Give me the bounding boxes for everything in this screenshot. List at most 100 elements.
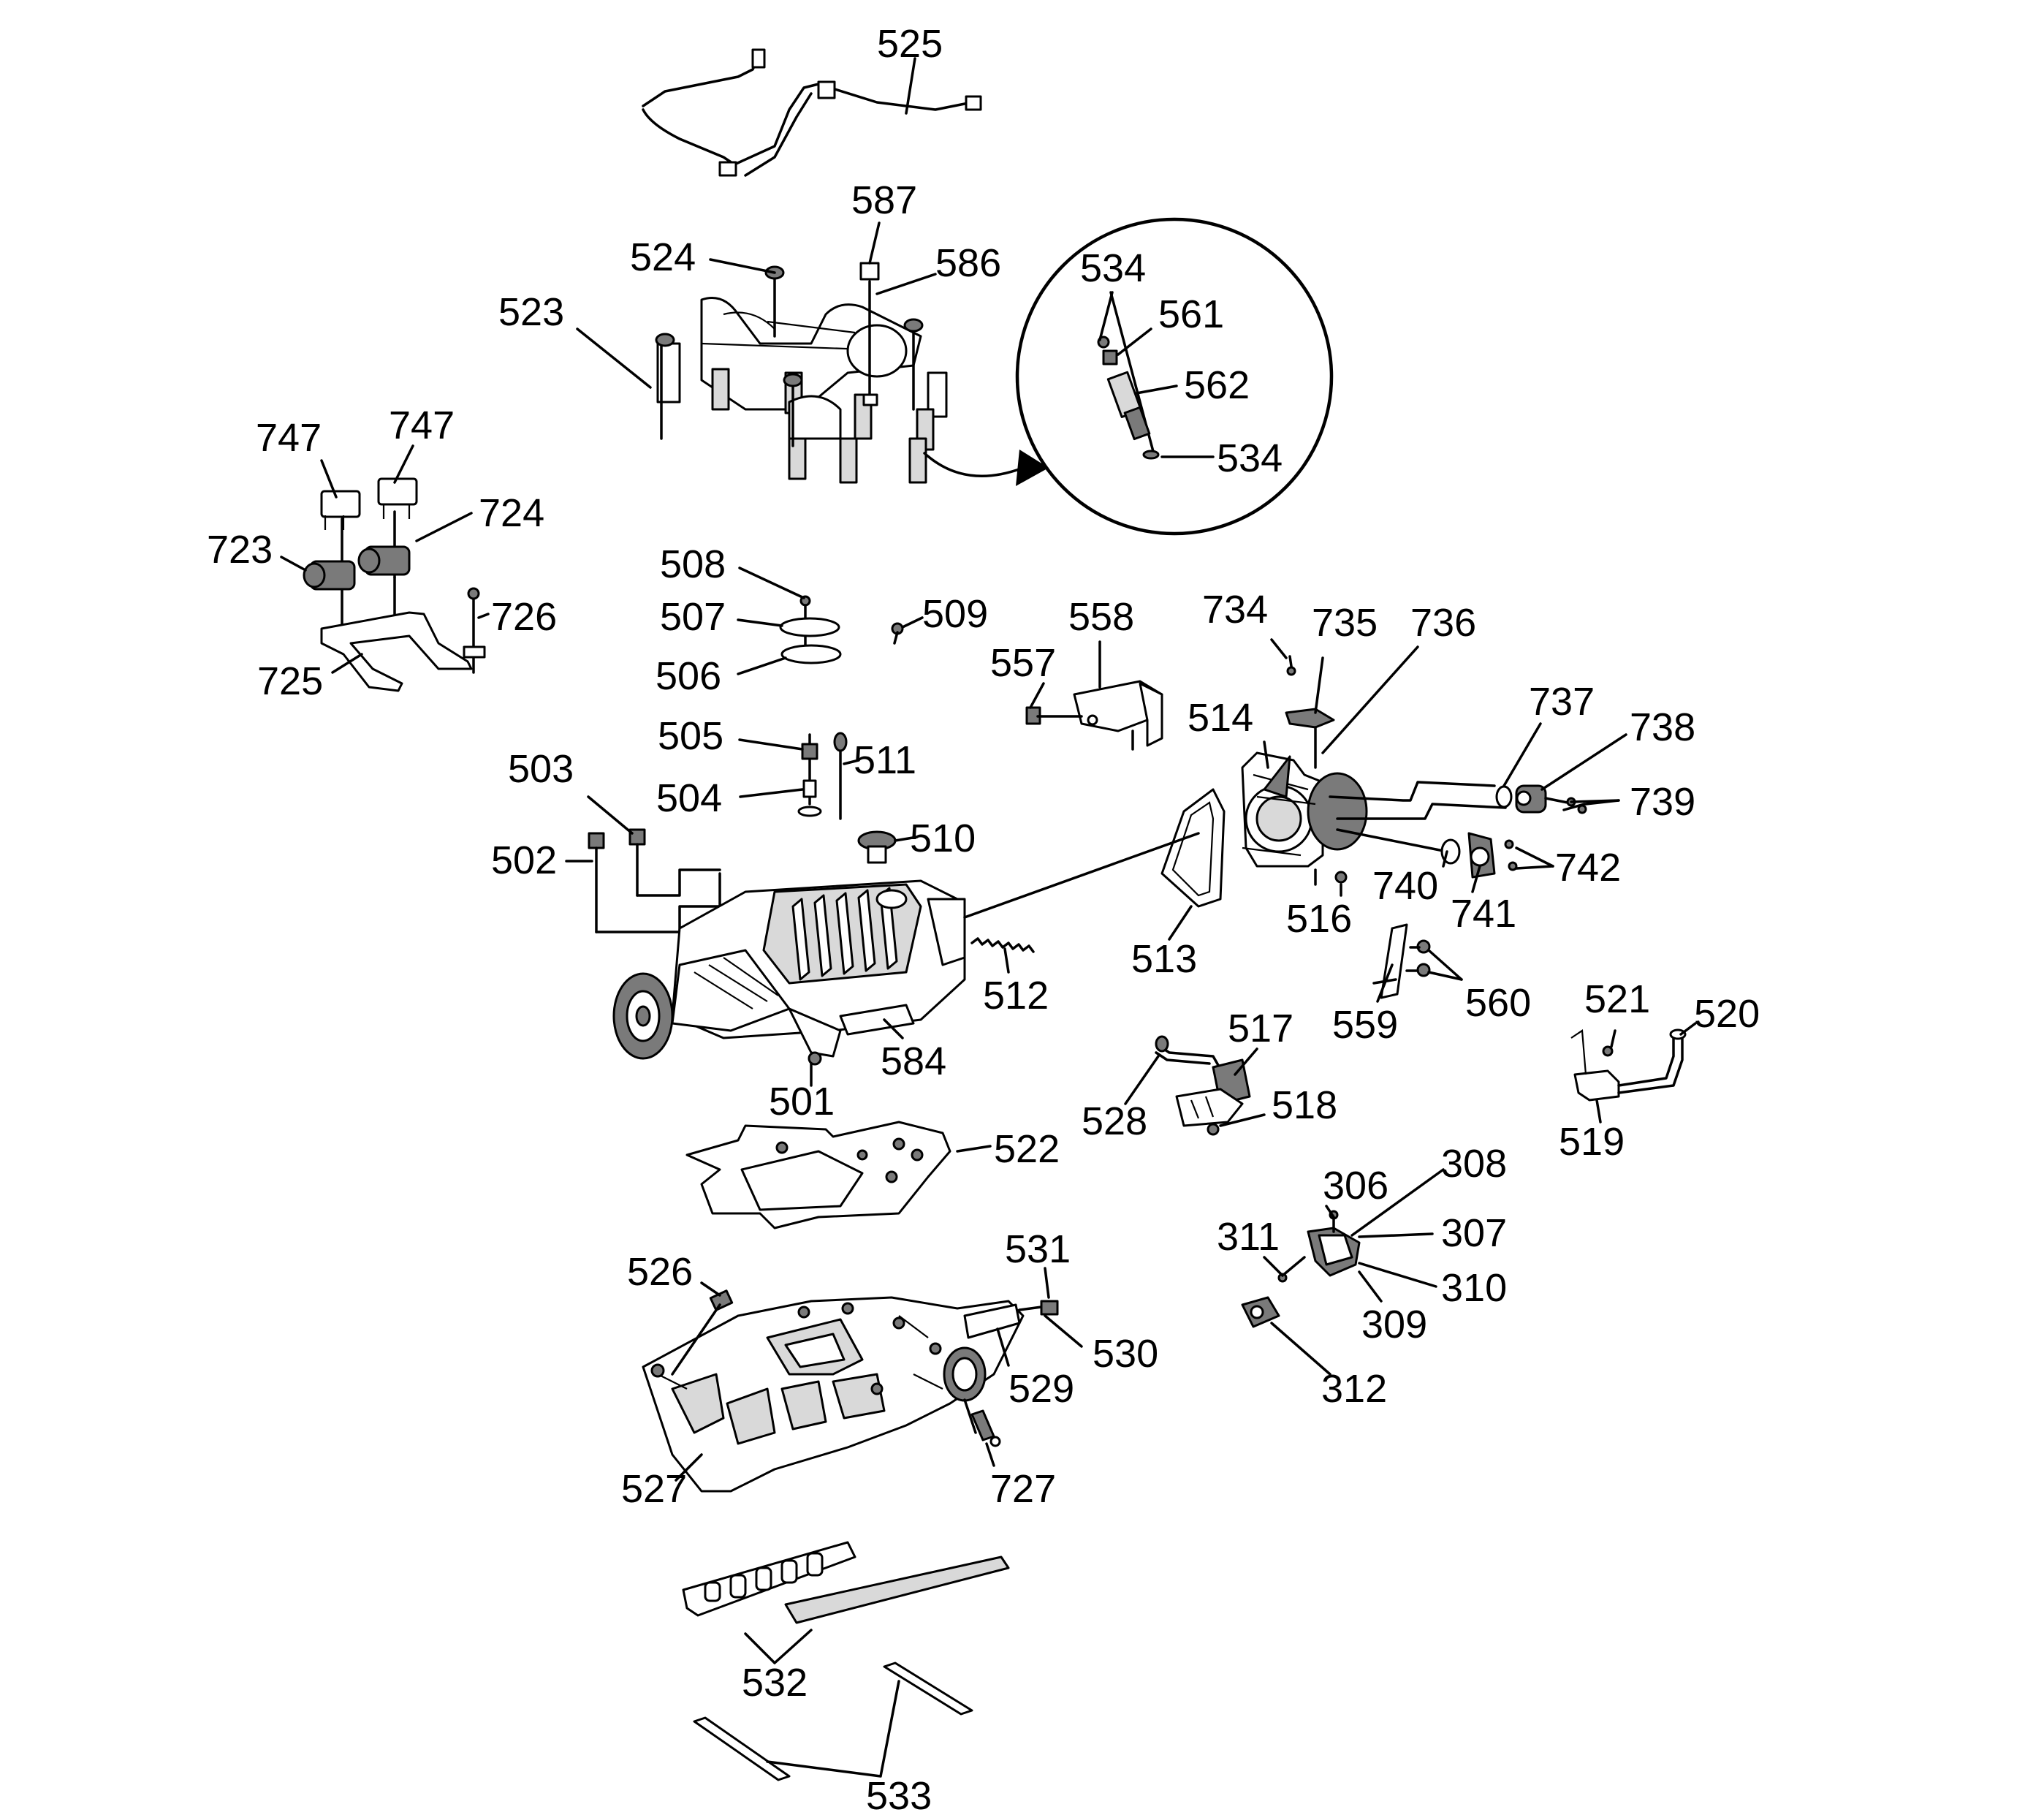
callout-534-bottom: 534: [1217, 436, 1283, 480]
callout-586: 586: [935, 241, 1001, 285]
callout-512: 512: [983, 974, 1049, 1018]
callout-526: 526: [627, 1250, 693, 1294]
callout-726: 726: [491, 595, 557, 639]
intake-manifold: [642, 1289, 1059, 1493]
callout-308: 308: [1441, 1142, 1507, 1186]
throttle-body-gasket: [1160, 788, 1226, 941]
callout-534-top: 534: [1080, 246, 1146, 290]
callout-522: 522: [994, 1127, 1060, 1171]
callout-725: 725: [257, 659, 323, 703]
leader-lines-517: [1124, 1047, 1266, 1127]
callout-310: 310: [1441, 1266, 1507, 1310]
callout-734: 734: [1202, 588, 1268, 632]
callout-747-left: 747: [256, 416, 322, 460]
callout-737: 737: [1529, 680, 1595, 724]
intake-gaskets: [682, 1541, 1010, 1664]
leader-lines-studs: [738, 738, 860, 798]
callout-520: 520: [1694, 992, 1760, 1036]
leader-lines-bracket: [280, 444, 490, 674]
callout-307: 307: [1441, 1211, 1507, 1255]
callout-518: 518: [1272, 1083, 1337, 1127]
callout-309: 309: [1361, 1303, 1427, 1346]
callout-584: 584: [881, 1039, 946, 1083]
callout-517: 517: [1228, 1007, 1293, 1050]
ignition-coil-bracket-group: [303, 477, 486, 692]
callout-503: 503: [508, 747, 574, 791]
callout-739: 739: [1630, 780, 1695, 824]
end-seals: [693, 1661, 973, 1781]
callout-530: 530: [1093, 1332, 1158, 1376]
oil-cap: [857, 830, 919, 864]
callout-506: 506: [656, 654, 721, 698]
spring-part: [970, 937, 1035, 974]
callout-521: 521: [1584, 977, 1650, 1021]
callout-531: 531: [1005, 1227, 1071, 1271]
leader-lines-clips: [737, 567, 924, 675]
callout-524: 524: [630, 235, 696, 279]
stud-group: [797, 732, 848, 820]
callout-736: 736: [1410, 601, 1476, 645]
callout-504: 504: [656, 776, 722, 820]
supercharger-assembly: [612, 832, 1200, 1066]
callout-561: 561: [1158, 292, 1224, 336]
callout-516: 516: [1286, 897, 1352, 941]
callout-558: 558: [1068, 595, 1134, 639]
callout-587: 587: [851, 178, 917, 222]
callout-514: 514: [1188, 696, 1253, 740]
callout-533: 533: [866, 1774, 932, 1811]
callout-741: 741: [1451, 892, 1516, 936]
callout-505: 505: [658, 714, 723, 758]
callout-525: 525: [877, 22, 943, 66]
callout-511: 511: [854, 738, 916, 782]
callout-510: 510: [910, 816, 976, 860]
callout-508: 508: [660, 542, 726, 586]
callout-306: 306: [1323, 1164, 1388, 1208]
leader-lines-306-312: [1263, 1168, 1445, 1376]
callout-740: 740: [1372, 864, 1438, 908]
fuel-injector-harness: [642, 48, 982, 177]
callout-532: 532: [742, 1661, 808, 1705]
sensor-group-519: [1570, 1028, 1687, 1102]
leader-lines-558: [1029, 640, 1101, 709]
callout-519: 519: [1559, 1120, 1625, 1164]
throttle-body-group: [1241, 655, 1587, 886]
callout-747-right: 747: [389, 403, 455, 447]
callout-727: 727: [990, 1467, 1056, 1511]
leader-lines-throttle: [1263, 638, 1627, 897]
detail-arrow: [923, 450, 1049, 486]
callout-560: 560: [1465, 981, 1531, 1025]
callout-557: 557: [990, 641, 1056, 685]
injector-detail-inset: [1015, 217, 1334, 536]
leader-lines-supercharger: [810, 1018, 904, 1087]
callout-312: 312: [1321, 1367, 1387, 1411]
callout-523: 523: [498, 290, 564, 334]
callout-559: 559: [1332, 1003, 1398, 1047]
callout-723: 723: [207, 528, 273, 572]
module-bracket: [1025, 680, 1163, 751]
clip-hardware-group: [779, 595, 904, 664]
fuel-rail-assembly: [655, 262, 948, 484]
leader-lines-519: [1595, 1022, 1697, 1124]
callout-507: 507: [660, 595, 726, 639]
callout-311: 311: [1217, 1215, 1280, 1259]
supercharger-gasket: [685, 1121, 992, 1229]
leader-lines-559: [1376, 949, 1463, 1003]
callout-742: 742: [1555, 846, 1621, 890]
valve-assembly-517: [1155, 1035, 1251, 1136]
callout-738: 738: [1630, 705, 1695, 749]
callout-513: 513: [1131, 937, 1197, 981]
leader-lines-top: [576, 57, 937, 389]
callout-502: 502: [491, 838, 557, 882]
callout-501: 501: [769, 1080, 835, 1124]
leader-lines-manifold: [675, 1267, 1083, 1482]
callout-724: 724: [479, 491, 544, 535]
callout-529: 529: [1008, 1367, 1074, 1411]
callout-527: 527: [621, 1467, 687, 1511]
callout-735: 735: [1312, 601, 1378, 645]
callout-509: 509: [922, 592, 988, 636]
leader-lines-bolts: [565, 795, 634, 863]
callout-562: 562: [1184, 363, 1250, 407]
callout-labels: 525 587 524 586 523 534 561 562 534 747 …: [207, 22, 1760, 1815]
callout-528: 528: [1082, 1099, 1147, 1143]
